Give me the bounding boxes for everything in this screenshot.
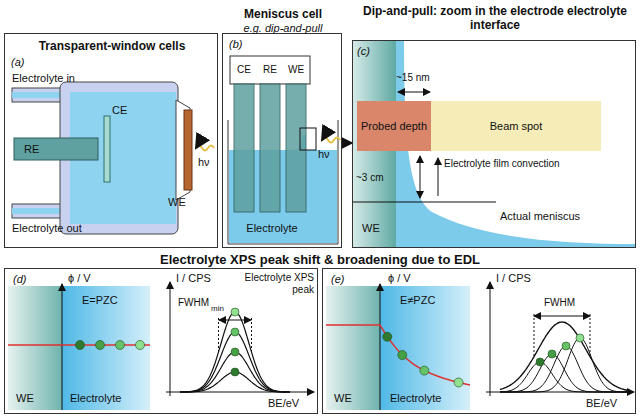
panel-frame: (e) — [322, 268, 636, 414]
label: WE — [168, 196, 198, 209]
label: I / CPS — [176, 272, 236, 285]
label: FWHM — [544, 297, 580, 309]
label: ~15 nm — [396, 72, 446, 84]
panel-letter: (d) — [13, 273, 37, 286]
label: ϕ / V — [388, 272, 438, 285]
label: Electrolyte XPS peak — [244, 272, 314, 295]
label: Actual meniscus — [500, 210, 610, 223]
label: Electrolyte film convection — [444, 158, 564, 170]
label: RE — [24, 143, 54, 156]
label: WE — [334, 392, 374, 405]
panel-title: Meniscus cell — [213, 8, 353, 22]
label: E=PZC — [82, 294, 142, 307]
panel-title: Beam spot — [433, 120, 599, 133]
label: WE — [362, 222, 392, 235]
label: E≠PZC — [400, 294, 460, 307]
label: Electrolyte — [390, 392, 470, 405]
label: ~3 cm — [356, 172, 394, 184]
label: hν — [198, 156, 218, 169]
label: BE/eV — [268, 397, 314, 410]
region-box: Probed depth — [357, 101, 431, 151]
label: CE — [112, 104, 136, 117]
panel-title: Probed depth — [359, 120, 429, 133]
label: I / CPS — [496, 272, 556, 285]
label: WE — [286, 64, 306, 76]
label: hν — [318, 148, 338, 161]
region-box: Beam spot — [431, 101, 601, 151]
panel-letter: (b) — [229, 38, 253, 51]
panel-letter: (c) — [357, 45, 381, 58]
label: Electrolyte in — [12, 72, 102, 85]
panel-frame: (d) — [4, 268, 318, 414]
panel-title: Dip-and-pull: zoom in the electrode elec… — [353, 5, 637, 33]
label: BE/eV — [586, 397, 632, 410]
label: Electrolyte — [70, 392, 150, 405]
label: ϕ / V — [68, 272, 118, 285]
label: FWHM — [178, 297, 212, 309]
zoom-arrow — [342, 142, 352, 144]
panel-letter: (e) — [331, 273, 355, 286]
panel-frame: Transparent-window cells (a) — [4, 33, 218, 248]
panel-letter: (a) — [11, 56, 35, 69]
label: Electrolyte — [232, 222, 312, 235]
panel-title: e.g. dip-and-pull — [213, 22, 353, 35]
label: CE — [234, 64, 254, 76]
label: WE — [16, 392, 56, 405]
panel-title: Transparent-window cells — [5, 40, 219, 54]
label: Electrolyte XPS peak shift & broadening … — [0, 253, 640, 268]
label: min — [211, 304, 233, 313]
panel-frame: Dip-and-pull: zoom in the electrode elec… — [352, 40, 636, 248]
label: Electrolyte out — [12, 222, 112, 235]
label: RE — [260, 64, 280, 76]
